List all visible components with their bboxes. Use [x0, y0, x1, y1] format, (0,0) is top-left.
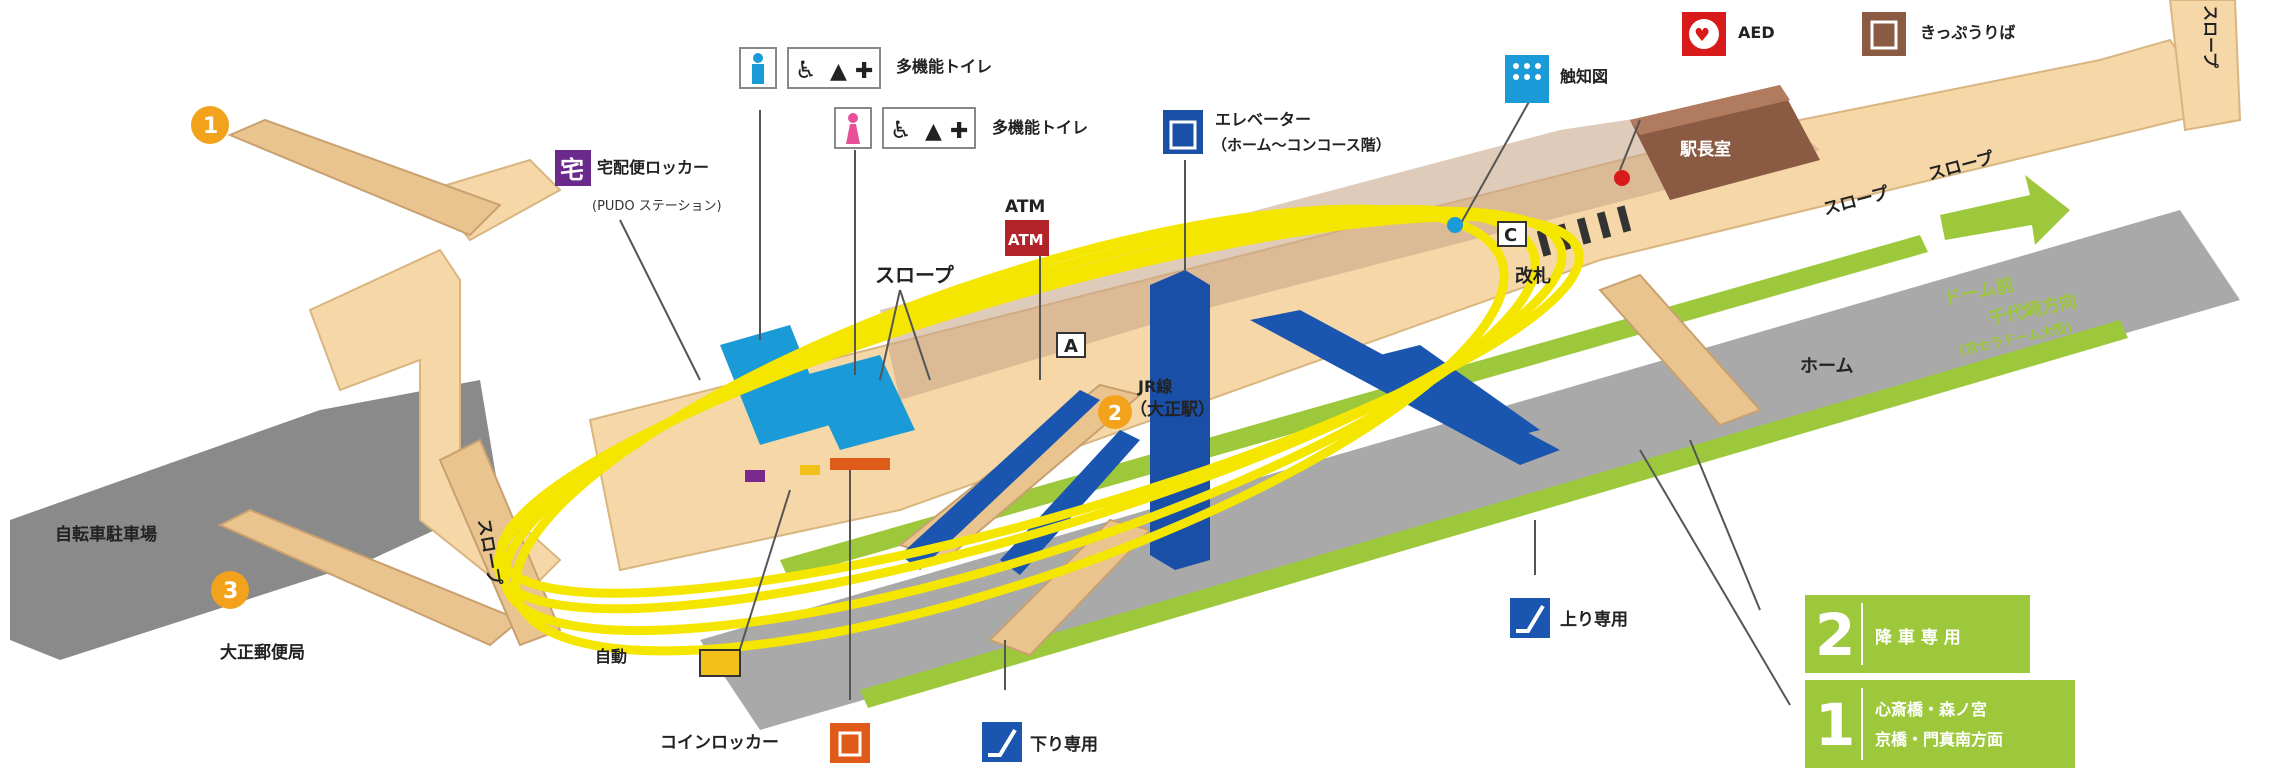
exit-2-badge: 2 — [1098, 395, 1132, 429]
exit-3-badge: 3 — [211, 571, 249, 609]
atm-title: ATM — [1005, 197, 1045, 217]
svg-text:♥: ♥ — [1694, 25, 1710, 46]
track-line-lower — [860, 320, 2128, 708]
gate-c-label: C — [1504, 225, 1517, 246]
wheelchair-icon: ♿ — [795, 56, 817, 84]
gate-a-tag — [1056, 332, 1086, 358]
slope-center-label: スロープ — [875, 263, 955, 287]
atm-sign: ATM — [1008, 231, 1044, 249]
escalator-right-2 — [1380, 345, 1540, 440]
leader-lines — [619, 99, 1791, 706]
platform-area — [700, 210, 2240, 730]
vending-icon — [699, 649, 741, 677]
toilet-1-label: 多機能トイレ — [896, 57, 992, 76]
toilet-block-2 — [805, 355, 915, 450]
concourse-upper-shade — [880, 100, 1820, 400]
delivery-locker-label: 宅配便ロッカー — [597, 158, 709, 177]
delivery-icon-char: 宅 — [560, 156, 584, 184]
tactile-map-label: 触知図 — [1559, 67, 1608, 86]
wheelchair-icon-2: ♿ — [890, 116, 912, 144]
escalator-down-center — [1000, 430, 1140, 575]
tactile-dot — [1447, 217, 1463, 233]
jr-station-label: （大正駅） — [1130, 399, 1215, 420]
station-master-office-top — [1630, 85, 1790, 135]
stairs-right — [1598, 273, 1762, 427]
svg-text:2: 2 — [1108, 401, 1122, 425]
platform-label: ホーム — [1800, 356, 1853, 377]
aed-label: AED — [1738, 23, 1775, 42]
svg-text:1: 1 — [203, 114, 218, 139]
escalator-up-glyph — [1516, 604, 1545, 633]
toilet-block-1 — [720, 325, 830, 445]
elevator-sub-label: （ホーム〜コンコース階） — [1212, 136, 1391, 154]
escalator-down-left — [900, 390, 1100, 570]
atm-icon — [1005, 220, 1049, 256]
locker-purple — [745, 470, 765, 482]
station-master-label: 駅長室 — [1679, 139, 1731, 160]
platform-2-text: 降 車 専 用 — [1875, 627, 1961, 648]
platform-1-box — [1805, 680, 2075, 768]
escalator-down-glyph — [988, 728, 1017, 757]
family-icon: ▲ — [830, 59, 847, 84]
toilet-2-label: 多機能トイレ — [992, 118, 1088, 137]
delivery-locker-sub: (PUDO ステーション) — [592, 199, 722, 214]
baby-icon-2: ✚ — [950, 119, 968, 144]
coin-locker-icon — [830, 723, 870, 763]
accessible-toilet-icons-2 — [882, 107, 976, 149]
accessible-toilet-icons-1 — [787, 47, 881, 89]
tickets-label: きっぷうりば — [1920, 23, 2015, 42]
elevator-label: エレベーター — [1215, 110, 1311, 129]
gate-c-tag — [1497, 221, 1527, 247]
ticket-gate-label: 改札 — [1515, 265, 1551, 287]
locker-orange — [830, 458, 890, 470]
platform-1-line1: 心斎橋・森ノ宮 — [1875, 700, 1987, 719]
platform-2-box — [1805, 595, 2030, 673]
platform-1-line2: 京橋・門真南方面 — [1875, 730, 2003, 749]
yellow-annotation — [493, 204, 1584, 656]
gate-a-label: A — [1064, 336, 1078, 357]
concourse-right-corridor — [2168, 0, 2242, 132]
post-office-label: 大正郵便局 — [220, 642, 305, 663]
bicycle-parking-label: 自転車駐車場 — [55, 524, 157, 545]
jr-line-label: JR線 — [1137, 377, 1172, 396]
platform-2-num: 2 — [1815, 601, 1855, 669]
delivery-locker-icon — [555, 150, 591, 186]
baby-icon: ✚ — [855, 59, 873, 84]
slope-top-right-label: スロープ — [2201, 5, 2220, 69]
escalator-up-label: 上り専用 — [1560, 610, 1628, 630]
exit-1-stairs — [227, 118, 502, 237]
svg-text:3: 3 — [223, 579, 238, 604]
vending-partial-label: 自動 — [595, 647, 627, 666]
escalator-down-label: 下り専用 — [1030, 735, 1098, 755]
direction-arrow-icon — [1940, 175, 2070, 245]
coin-locker-label: コインロッカー — [660, 733, 779, 753]
locker-yellow — [800, 465, 820, 475]
platform-1-num: 1 — [1815, 691, 1855, 759]
aed-dot — [1614, 170, 1630, 186]
family-icon-2: ▲ — [925, 119, 942, 144]
exit-1-badge: 1 — [191, 106, 229, 144]
